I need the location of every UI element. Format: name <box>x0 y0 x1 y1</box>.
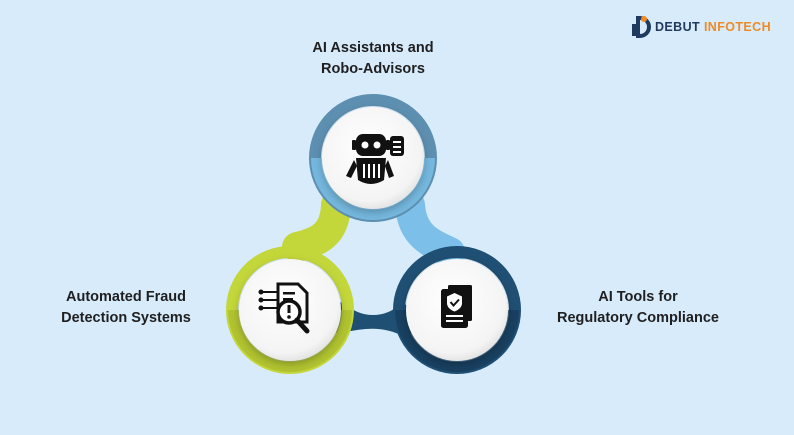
node-top-label: AI Assistants and Robo-Advisors <box>273 38 473 80</box>
fraud-detection-icon <box>258 282 310 334</box>
compliance-document-icon <box>441 285 472 328</box>
robot-icon <box>346 134 404 184</box>
debut-logo-d-icon <box>632 16 651 38</box>
node-top-label-line2: Robo-Advisors <box>321 61 425 78</box>
node-top-label-line1: AI Assistants and <box>312 40 434 56</box>
node-right <box>393 246 521 374</box>
brand-logo: DEBUT INFOTECH <box>629 15 771 39</box>
node-left <box>226 246 354 374</box>
node-right-label-line1: AI Tools for <box>598 289 678 305</box>
node-right-label: AI Tools for Regulatory Compliance <box>528 287 748 329</box>
brand-name-part1: DEBUT <box>655 20 701 34</box>
node-left-label-line1: Automated Fraud <box>65 289 187 305</box>
node-left-label-line2: Detection Systems <box>61 310 191 327</box>
node-right-label-line2: Regulatory Compliance <box>557 310 719 327</box>
brand-name-part2: INFOTECH <box>703 20 772 34</box>
node-left-label: Automated Fraud Detection Systems <box>38 287 214 329</box>
node-top <box>309 94 437 222</box>
brand-name: DEBUT INFOTECH <box>655 20 771 34</box>
